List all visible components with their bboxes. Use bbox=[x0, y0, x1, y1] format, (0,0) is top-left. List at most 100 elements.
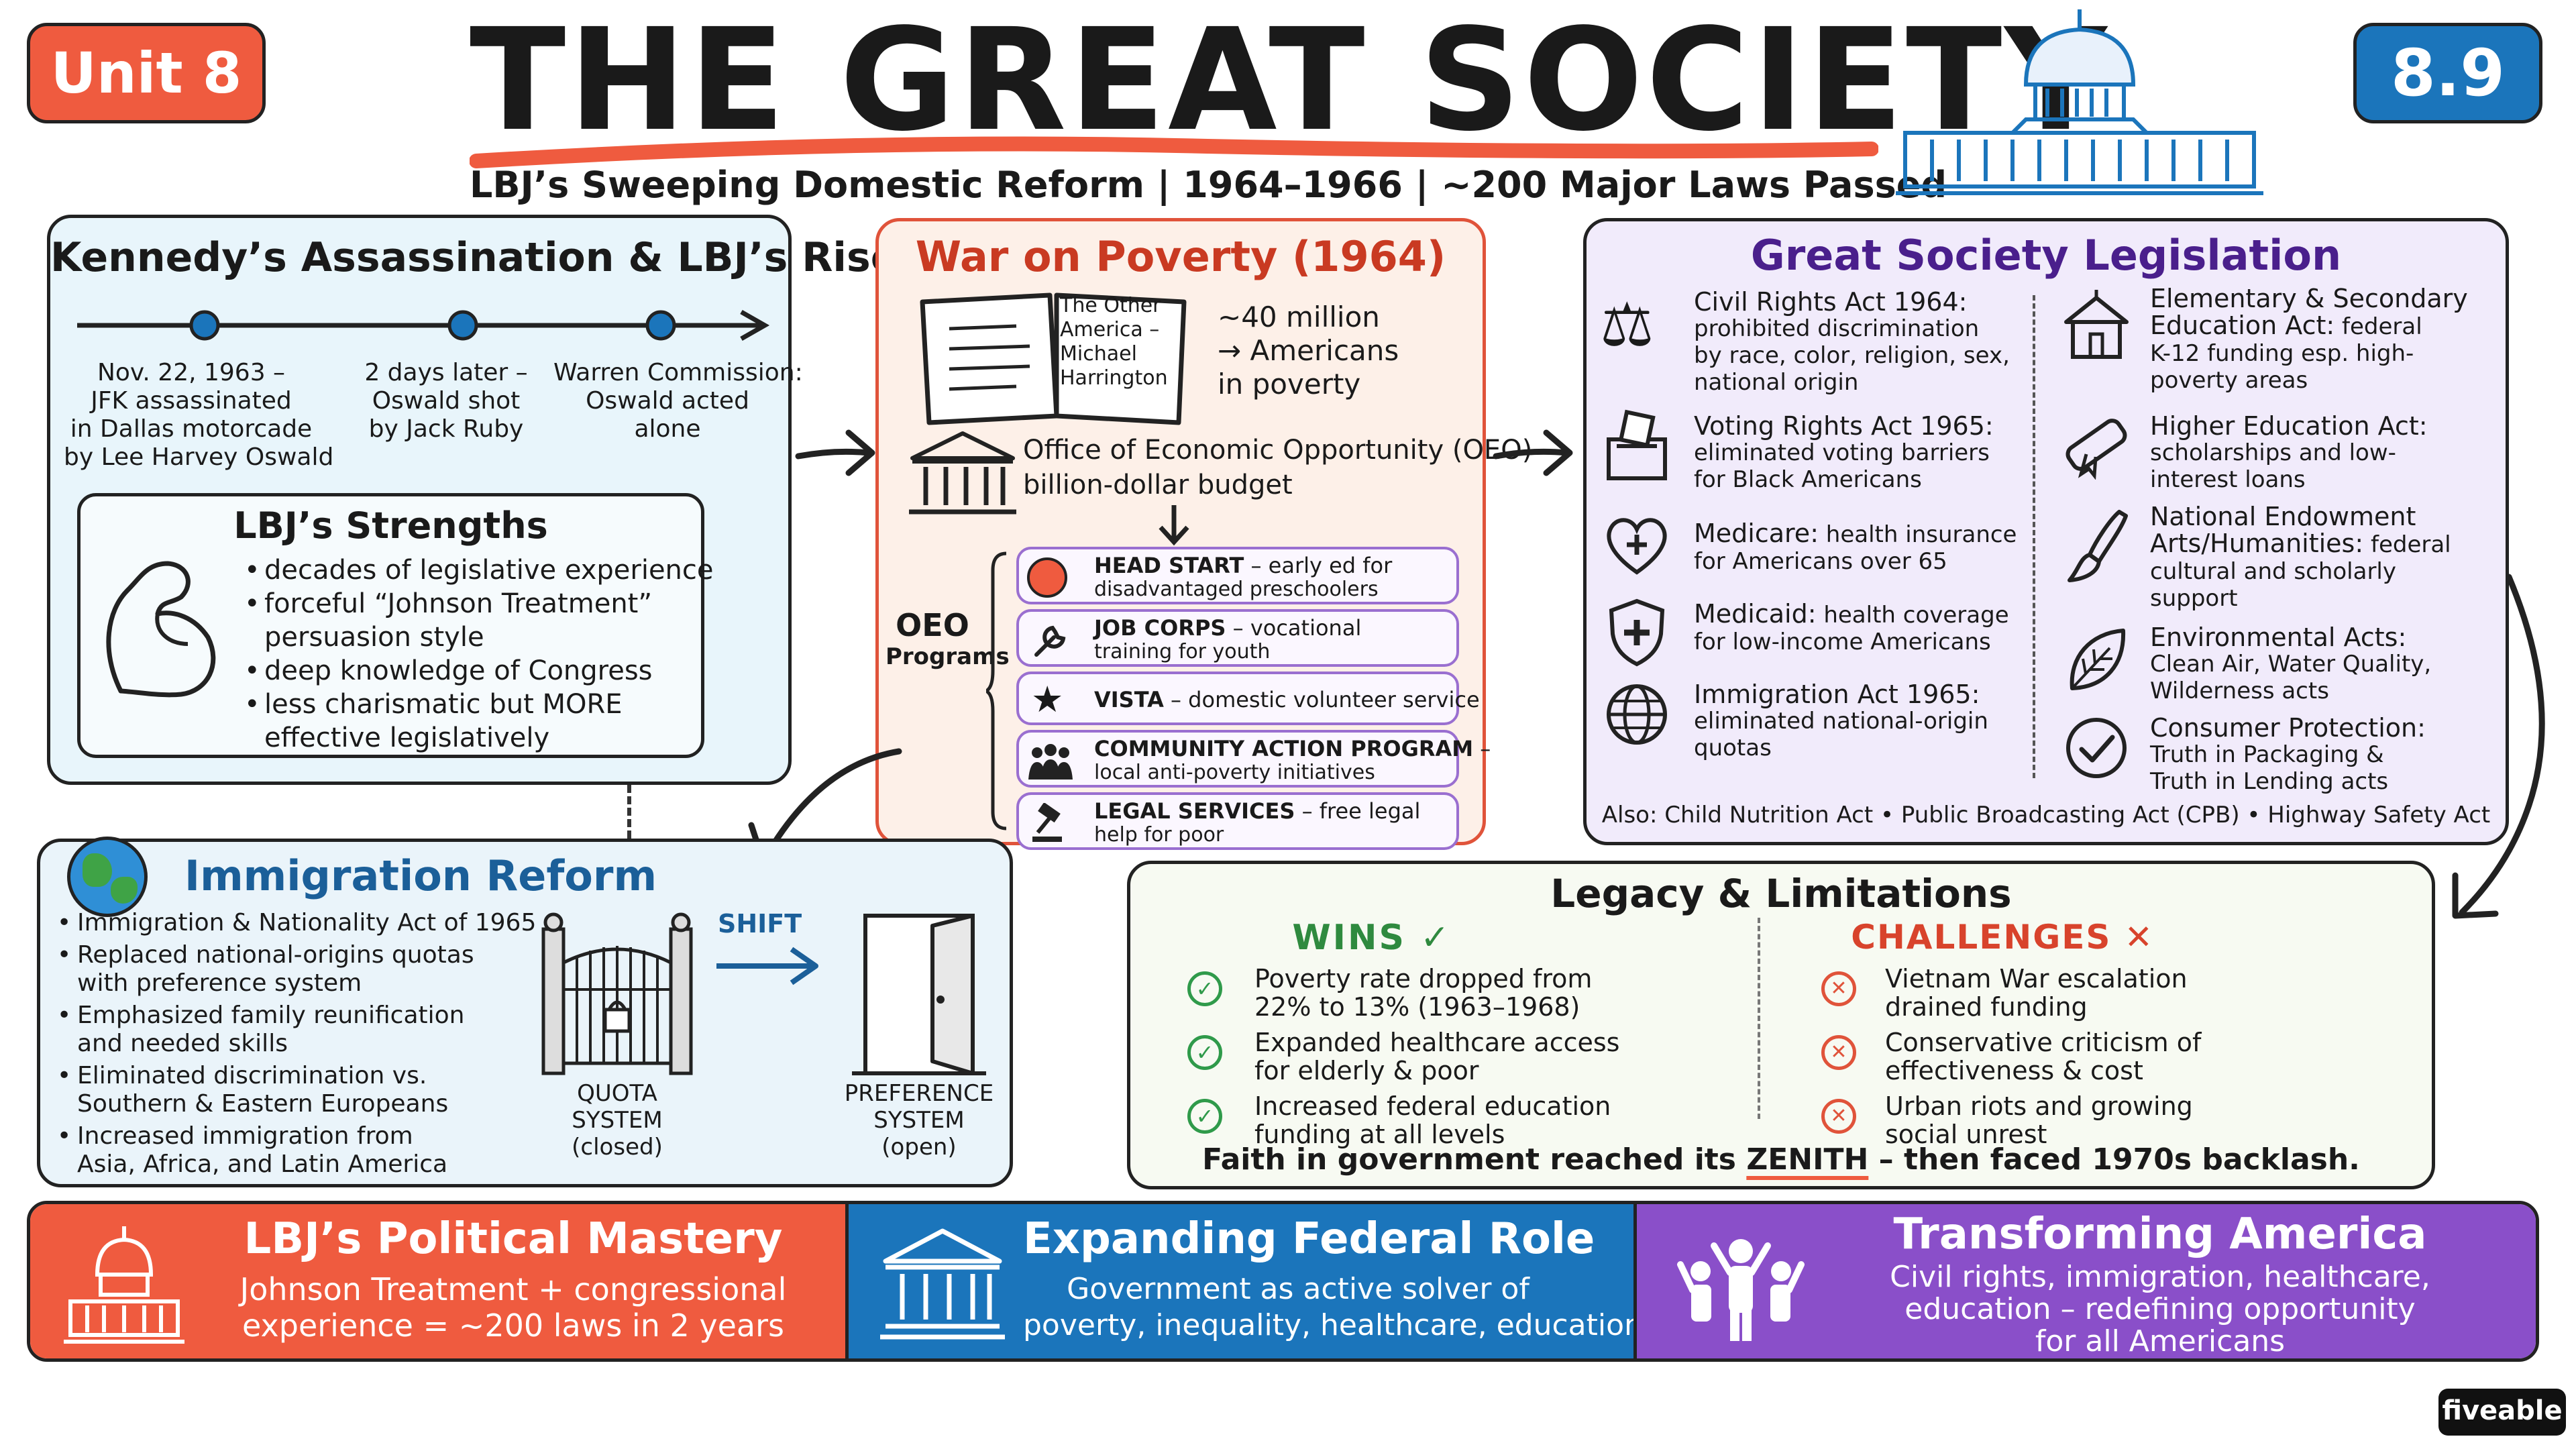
arrow-legislation-to-legacy bbox=[2452, 574, 2545, 919]
challenges-title: CHALLENGES ✕ bbox=[1851, 918, 2154, 957]
title-underline bbox=[470, 136, 1878, 168]
legacy-panel: Legacy & Limitations WINS ✓ ✓ Poverty ra… bbox=[1127, 861, 2435, 1189]
arrow-kennedy-to-poverty bbox=[795, 429, 875, 476]
strengths-box: LBJ’s Strengths decades of legislative e… bbox=[77, 493, 714, 758]
leaf-icon bbox=[2070, 629, 2126, 690]
band-text: Civil rights, immigration, healthcare,ed… bbox=[1890, 1260, 2430, 1358]
strengths-title: LBJ’s Strengths bbox=[233, 504, 548, 547]
people-celebrating-icon bbox=[1677, 1239, 1805, 1341]
band-political-mastery: LBJ’s Political Mastery Johnson Treatmen… bbox=[30, 1204, 845, 1358]
oeo-text: Office of Economic Opportunity (OEO)bill… bbox=[1023, 435, 1533, 500]
page-title: THE GREAT SOCIETY bbox=[470, 0, 2110, 162]
star-icon: ★ bbox=[1031, 678, 1064, 720]
program-legal-services: LEGAL SERVICES – free legal help for poo… bbox=[1016, 792, 1459, 850]
zenith-word: ZENITH bbox=[1746, 1142, 1869, 1177]
closed-gate-icon bbox=[541, 912, 693, 1075]
ballot-box-icon bbox=[1607, 409, 1667, 480]
section-badge: 8.9 bbox=[2353, 23, 2542, 123]
law-voting-rights: Voting Rights Act 1965: eliminated votin… bbox=[1694, 411, 1994, 493]
program-head-start: HEAD START – early ed for disadvantaged … bbox=[1016, 547, 1459, 604]
x-circle-icon: ✕ bbox=[1821, 1035, 1856, 1070]
legacy-footer: Faith in government reached its ZENITH –… bbox=[1202, 1142, 2360, 1177]
people-group-icon bbox=[1028, 744, 1073, 780]
shift-label: SHIFT bbox=[718, 909, 802, 938]
open-door-icon bbox=[852, 914, 986, 1075]
earth-globe-icon bbox=[67, 837, 148, 917]
wins-title: WINS ✓ bbox=[1292, 918, 1452, 958]
law-higher-education: Higher Education Act: scholarships and l… bbox=[2150, 411, 2428, 493]
law-medicare: Medicare: health insurance for Americans… bbox=[1694, 519, 2017, 575]
immigration-title: Immigration Reform bbox=[184, 851, 657, 900]
programs-bracket bbox=[986, 551, 1007, 830]
program-community-action: COMMUNITY ACTION PROGRAM – local anti-po… bbox=[1016, 730, 1491, 788]
strength-item: decades of legislative experience bbox=[241, 553, 714, 587]
legacy-title: Legacy & Limitations bbox=[1550, 871, 2012, 916]
strength-item: persuasion style bbox=[264, 622, 484, 653]
page-subtitle: LBJ’s Sweeping Domestic Reform | 1964–19… bbox=[470, 164, 1947, 206]
kennedy-title: Kennedy’s Assassination & LBJ’s Rise bbox=[50, 234, 898, 281]
immigration-bullets: •Immigration & Nationality Act of 1965 •… bbox=[57, 909, 537, 1178]
check-circle-icon: ✓ bbox=[1187, 971, 1222, 1006]
law-immigration-act: Immigration Act 1965: eliminated nationa… bbox=[1694, 680, 1988, 761]
oeo-down-arrow bbox=[1159, 505, 1189, 546]
fiveable-logo: fiveable bbox=[2438, 1389, 2566, 1436]
law-national-endowment: National Endowment Arts/Humanities: fede… bbox=[2150, 502, 2451, 612]
x-circle-icon: ✕ bbox=[1821, 1099, 1856, 1134]
legislation-divider bbox=[2033, 295, 2035, 778]
check-circle-icon: ✓ bbox=[1187, 1099, 1222, 1134]
band-transforming-america: Transforming America Civil rights, immig… bbox=[1633, 1204, 2536, 1358]
arrow-poverty-to-legislation bbox=[1493, 429, 1573, 476]
strength-item: less charismatic but MORE bbox=[241, 688, 714, 721]
capitol-icon bbox=[1896, 9, 2263, 195]
band-title: Expanding Federal Role bbox=[1023, 1214, 1595, 1264]
gavel-icon bbox=[1032, 803, 1062, 842]
heart-plus-icon bbox=[1607, 518, 1667, 575]
program-vista: ★ VISTA – domestic volunteer service bbox=[1016, 672, 1480, 725]
checkmark-circle-icon bbox=[2066, 718, 2127, 778]
wrench-icon bbox=[1034, 625, 1066, 657]
book-icon bbox=[920, 292, 1187, 425]
paintbrush-icon bbox=[2068, 510, 2128, 582]
law-consumer-protection: Consumer Protection: Truth in Packaging … bbox=[2150, 713, 2426, 795]
check-circle-icon: ✓ bbox=[1187, 1035, 1222, 1070]
strength-item: effective legislatively bbox=[264, 722, 550, 753]
shift-arrow bbox=[716, 947, 818, 985]
legislation-also: Also: Child Nutrition Act • Public Broad… bbox=[1601, 802, 2491, 828]
strengths-list: decades of legislative experience forcef… bbox=[241, 553, 714, 755]
capitol-band-icon bbox=[64, 1226, 184, 1344]
law-civil-rights: Civil Rights Act 1964: prohibited discri… bbox=[1694, 287, 2010, 396]
program-job-corps: JOB CORPS – vocational training for yout… bbox=[1016, 609, 1459, 667]
law-elementary-secondary: Elementary & Secondary Education Act: fe… bbox=[2150, 284, 2468, 394]
law-medicaid: Medicaid: health coverage for low-income… bbox=[1694, 599, 2009, 655]
schoolhouse-icon bbox=[2064, 290, 2129, 359]
oeo-building-icon bbox=[909, 431, 1016, 515]
apple-icon bbox=[1027, 557, 1067, 598]
scales-icon: ⚖ bbox=[1600, 290, 1654, 360]
globe-icon bbox=[1607, 684, 1667, 745]
poverty-title: War on Poverty (1964) bbox=[915, 232, 1446, 281]
immigration-panel: Immigration Reform •Immigration & Nation… bbox=[37, 837, 1013, 1187]
band-federal-role: Expanding Federal Role Government as act… bbox=[845, 1204, 1643, 1358]
strength-item: deep knowledge of Congress bbox=[241, 654, 714, 688]
law-environmental: Environmental Acts: Clean Air, Water Qua… bbox=[2150, 623, 2432, 704]
x-circle-icon: ✕ bbox=[1821, 971, 1856, 1006]
legislation-title: Great Society Legislation bbox=[1750, 231, 2342, 280]
unit-badge: Unit 8 bbox=[27, 23, 266, 123]
strength-item: forceful “Johnson Treatment” bbox=[241, 587, 714, 621]
